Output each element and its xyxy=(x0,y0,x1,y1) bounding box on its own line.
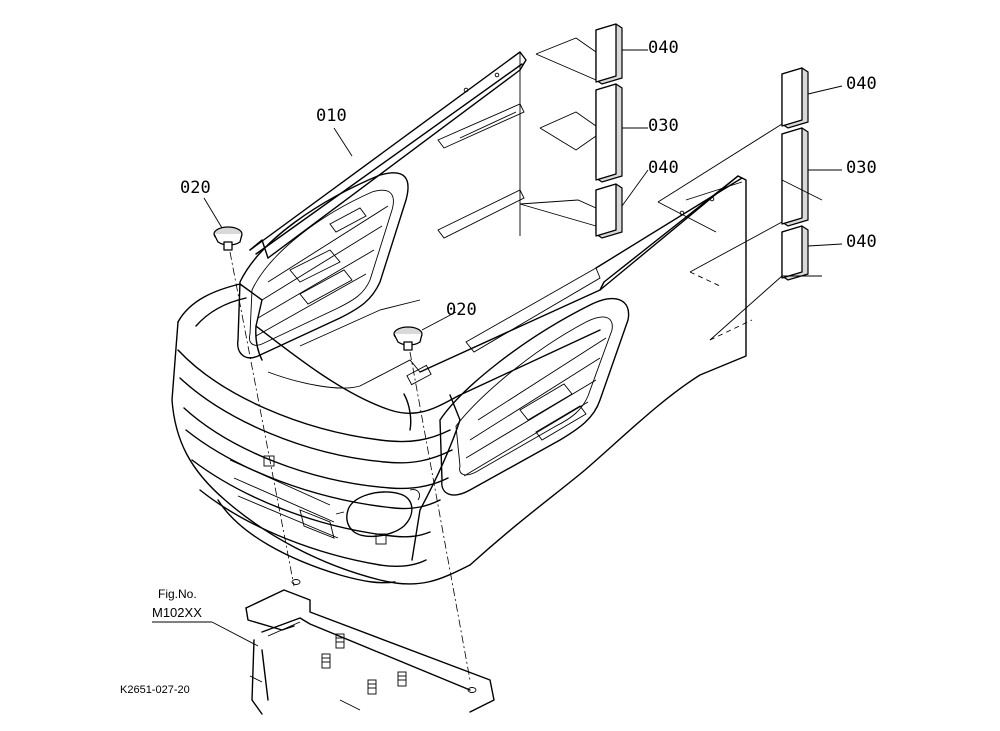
callout-020-left: 020 xyxy=(180,178,211,198)
pad-guides-right xyxy=(657,123,823,341)
callout-040-right-top: 040 xyxy=(846,74,877,94)
bonnet-left-panel xyxy=(249,51,527,259)
bonnet-left-grille xyxy=(237,172,409,359)
bolt-axes xyxy=(229,251,471,681)
bonnet-body xyxy=(171,175,747,585)
callout-040-right-bottom: 040 xyxy=(846,232,877,252)
callout-030-right: 030 xyxy=(846,158,877,178)
pads-right-stack xyxy=(781,67,809,281)
pads-left-stack xyxy=(595,23,623,239)
drawing-code: K2651-027-20 xyxy=(120,684,190,696)
leader-lines xyxy=(203,49,843,331)
pad-guides-left xyxy=(519,37,597,227)
callout-020-center: 020 xyxy=(446,300,477,320)
fig-ref-number: M102XX xyxy=(152,605,202,620)
callout-010: 010 xyxy=(316,106,347,126)
fig-ref-leader xyxy=(211,621,259,647)
callout-030-upper: 030 xyxy=(648,116,679,136)
mounting-frame xyxy=(245,579,495,715)
callout-040-mid: 040 xyxy=(648,158,679,178)
knob-020-center xyxy=(393,326,423,351)
knob-020-left xyxy=(213,226,243,251)
callout-040-top: 040 xyxy=(648,38,679,58)
fig-ref-label: Fig.No. xyxy=(158,587,197,601)
